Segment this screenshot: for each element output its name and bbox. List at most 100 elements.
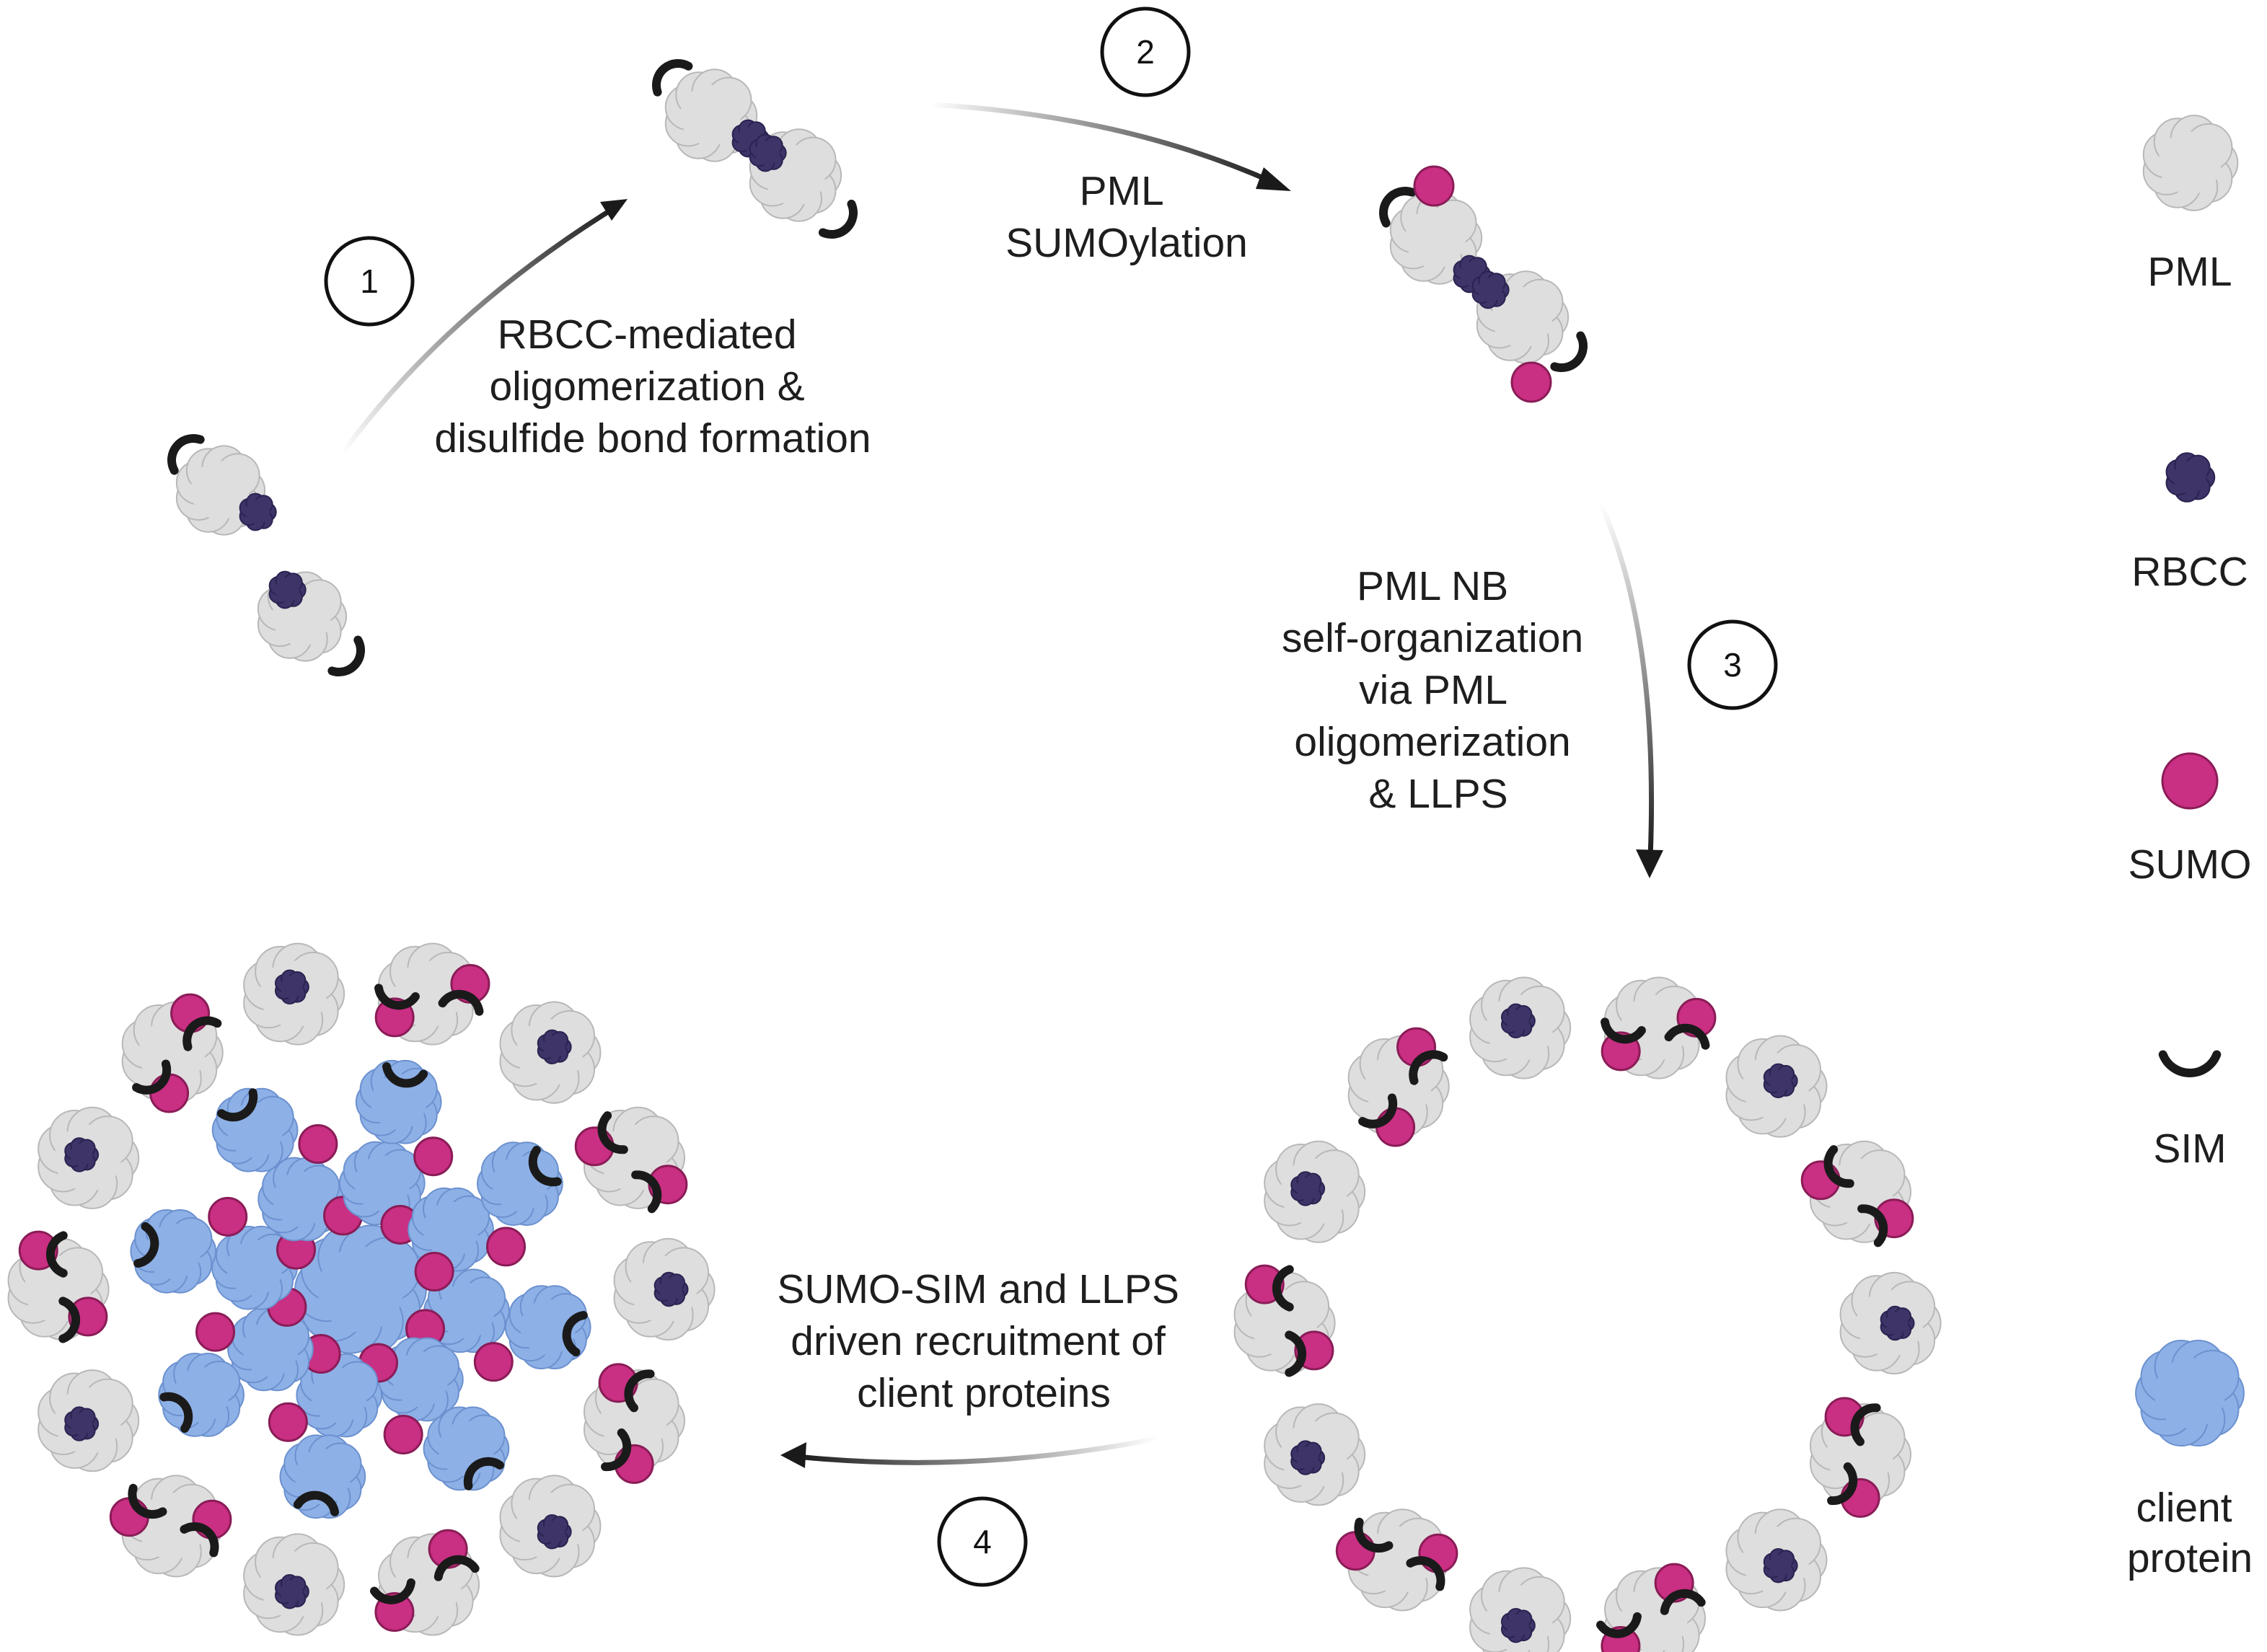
sim-icon bbox=[562, 1310, 588, 1357]
pml-dimer bbox=[652, 59, 858, 239]
step-3-label: PML NB self-organization via PML oligome… bbox=[1282, 563, 1595, 817]
step-2-label-line: PML bbox=[1080, 168, 1163, 214]
sim-icon bbox=[180, 1522, 219, 1558]
lobe-core bbox=[317, 1246, 404, 1333]
rbcc-icon bbox=[239, 492, 277, 531]
lobe-core bbox=[371, 1074, 427, 1130]
lobe-core bbox=[1364, 1527, 1432, 1594]
rbcc-icon bbox=[1500, 1003, 1536, 1039]
sim-icon bbox=[1272, 1265, 1294, 1312]
rbcc-icon bbox=[1763, 1547, 1798, 1583]
step-badge-1: 1 bbox=[324, 236, 415, 327]
step-3-label-line: oligomerization bbox=[1294, 719, 1570, 765]
step-1-label-line: disulfide bond formation bbox=[434, 415, 871, 461]
pml-nb-ring bbox=[1233, 976, 1942, 1652]
sim-icon bbox=[1601, 1017, 1646, 1044]
legend-label-line: protein bbox=[2127, 1535, 2253, 1581]
lobe-core bbox=[70, 1413, 92, 1435]
pml-dimer-sumoylated bbox=[1379, 165, 1588, 403]
lobe-core bbox=[280, 976, 303, 999]
lobe-core bbox=[542, 1520, 565, 1543]
step-number-2: 2 bbox=[1136, 33, 1155, 71]
arrow-head-step-1 bbox=[600, 199, 628, 221]
arrow-step-2 bbox=[930, 102, 1278, 187]
lobe-core bbox=[273, 1171, 329, 1227]
rbcc-icon bbox=[268, 570, 307, 609]
sim-icon bbox=[58, 1297, 81, 1343]
step-1-label-line: oligomerization & bbox=[489, 363, 804, 410]
lobe-core bbox=[1885, 1312, 1909, 1335]
rbcc-icon bbox=[64, 1406, 100, 1441]
pml-icon bbox=[175, 445, 266, 536]
lobe-core bbox=[438, 1421, 494, 1477]
sumo-icon bbox=[413, 1136, 454, 1177]
lobe-core bbox=[492, 1156, 548, 1212]
rbcc-icon bbox=[1290, 1171, 1326, 1206]
lobe-core bbox=[392, 1351, 449, 1408]
lobe-core bbox=[1769, 1554, 1792, 1577]
sumo-icon bbox=[208, 1196, 248, 1237]
step-2-label-line: SUMOylation bbox=[1005, 220, 1248, 266]
sumo-icon bbox=[109, 1497, 149, 1537]
client-protein-icon bbox=[504, 1285, 591, 1370]
sumo-icon bbox=[195, 1312, 235, 1352]
lobe-core bbox=[354, 1155, 410, 1211]
step-badge-4: 4 bbox=[937, 1496, 1028, 1587]
rbcc-icon bbox=[274, 1573, 309, 1609]
sim-icon bbox=[1358, 1093, 1398, 1128]
sumo-icon bbox=[473, 1342, 514, 1382]
rbcc-icon bbox=[1500, 1607, 1536, 1643]
sumo-icon bbox=[383, 1415, 423, 1455]
lobe-core bbox=[138, 1493, 206, 1560]
step-4-label: SUMO-SIM and LLPS driven recruitment of … bbox=[777, 1266, 1190, 1416]
lobe-core bbox=[423, 1201, 479, 1258]
sim-icon bbox=[433, 1555, 480, 1581]
lobe-core bbox=[70, 1144, 92, 1166]
rbcc-icon bbox=[1471, 270, 1510, 309]
lobe-core bbox=[2154, 1358, 2225, 1428]
step-number-4: 4 bbox=[973, 1523, 992, 1560]
step-2-label: PML SUMOylation bbox=[1005, 168, 1248, 266]
sim-icon bbox=[631, 1170, 662, 1214]
sumo-icon bbox=[1510, 361, 1552, 403]
lobe-core bbox=[294, 1449, 351, 1505]
sumo-icon bbox=[414, 1252, 454, 1292]
rbcc-icon bbox=[537, 1029, 572, 1065]
legend-label-sim: SIM bbox=[2153, 1126, 2226, 1172]
lobe-core bbox=[1826, 1421, 1893, 1488]
legend-label-pml: PML bbox=[2147, 249, 2232, 295]
lobe-core bbox=[659, 1278, 682, 1301]
sim-icon bbox=[133, 1222, 159, 1268]
pml-monomer-bottom bbox=[257, 570, 365, 676]
sim-icon bbox=[597, 1111, 628, 1154]
sim-icon bbox=[1409, 1050, 1448, 1085]
lobe-core bbox=[542, 1035, 565, 1059]
lobe-core bbox=[755, 141, 780, 165]
step-3-label-line: & LLPS bbox=[1368, 771, 1507, 817]
step-badge-3: 3 bbox=[1687, 619, 1778, 710]
sim-icon bbox=[2158, 1050, 2222, 1077]
sumo-icon bbox=[2161, 752, 2219, 810]
sim-icon bbox=[217, 1088, 258, 1122]
lobe-core bbox=[1492, 287, 1552, 348]
rbcc-icon bbox=[537, 1514, 572, 1550]
rbcc-icon bbox=[274, 969, 309, 1005]
sim-icon bbox=[528, 1146, 562, 1187]
arrow-head-step-3 bbox=[1636, 849, 1663, 878]
sim-icon bbox=[818, 199, 858, 239]
lobe-core bbox=[1478, 278, 1502, 302]
pml-icon bbox=[2142, 115, 2239, 211]
lobe-core bbox=[2173, 461, 2206, 494]
sumo-icon bbox=[1413, 165, 1455, 207]
lobe-core bbox=[280, 1580, 303, 1603]
client-protein-icon bbox=[2135, 1339, 2245, 1447]
sumo-icon bbox=[149, 1073, 190, 1113]
lobe-core bbox=[227, 1102, 283, 1158]
pml-icon bbox=[243, 942, 345, 1046]
lobe-core bbox=[1296, 1178, 1319, 1200]
sim-icon bbox=[1550, 331, 1588, 372]
process-arrows bbox=[340, 102, 1663, 1468]
rbcc-icon bbox=[1290, 1440, 1326, 1475]
